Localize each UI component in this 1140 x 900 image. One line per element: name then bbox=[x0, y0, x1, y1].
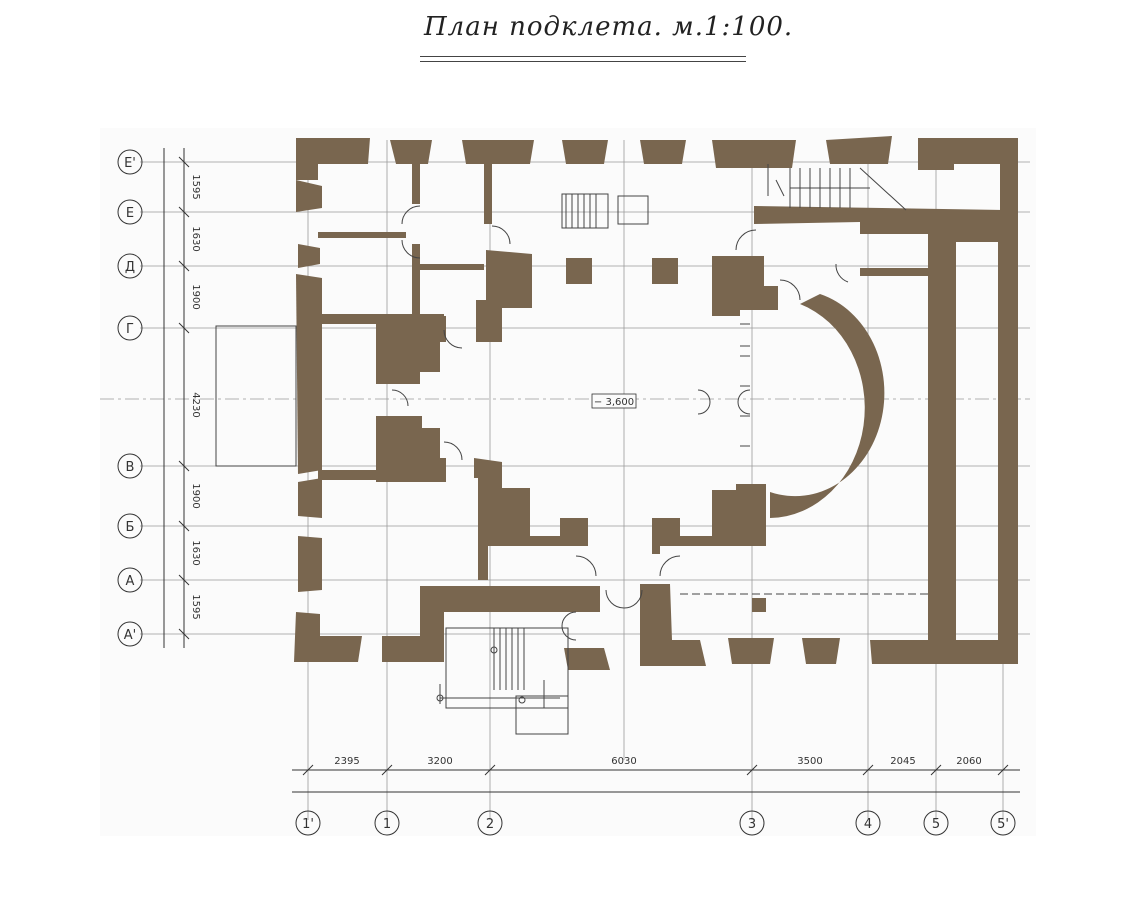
dim-bottom-3: 6030 bbox=[611, 756, 636, 767]
dim-left-3: 1900 bbox=[190, 284, 201, 309]
dim-left-5: 1900 bbox=[190, 483, 201, 508]
dim-left-7: 1595 bbox=[190, 594, 201, 619]
dim-bottom-5: 2045 bbox=[890, 756, 915, 767]
left-porch-outline bbox=[215, 325, 297, 467]
dim-bottom-1: 2395 bbox=[334, 756, 359, 767]
bottom-dimension-chain: 2395 3200 6030 3500 2045 2060 bbox=[292, 756, 1020, 793]
column-axis-markers: 1' 1 2 3 4 5 5' bbox=[295, 810, 1016, 836]
dim-bottom-6: 2060 bbox=[956, 756, 981, 767]
level-mark-box bbox=[591, 393, 637, 409]
row-axis-markers: Е' Е Д Г В Б А А' bbox=[117, 149, 143, 647]
axis-row-G: Г bbox=[126, 322, 134, 337]
axis-row-D: Д bbox=[125, 260, 135, 275]
axis-col-1-prime: 1' bbox=[302, 817, 314, 832]
axis-col-4: 4 bbox=[864, 817, 872, 832]
drawing-title: План подклета. м.1:100. bbox=[424, 12, 794, 42]
axis-row-V: В bbox=[126, 460, 135, 475]
dim-left-2: 1630 bbox=[190, 226, 201, 251]
title-underline bbox=[420, 56, 746, 57]
axis-row-B: Б bbox=[126, 520, 135, 535]
axis-col-5-prime: 5' bbox=[997, 817, 1009, 832]
axis-col-2: 2 bbox=[486, 817, 494, 832]
axis-col-5: 5 bbox=[932, 817, 940, 832]
dim-left-1: 1595 bbox=[190, 174, 201, 199]
dim-bottom-2: 3200 bbox=[427, 756, 452, 767]
axis-row-A: А bbox=[126, 574, 135, 589]
title-underline-double bbox=[420, 61, 746, 62]
axis-row-E-prime: Е' bbox=[124, 156, 136, 171]
axis-col-3: 3 bbox=[748, 817, 756, 832]
doors bbox=[391, 164, 928, 641]
dim-left-6: 1630 bbox=[190, 540, 201, 565]
staircases bbox=[436, 167, 907, 735]
walls bbox=[294, 136, 1018, 670]
level-mark: − 3,600 bbox=[594, 397, 634, 408]
axis-row-E: Е bbox=[126, 206, 134, 221]
axis-col-1: 1 bbox=[383, 817, 391, 832]
dim-bottom-4: 3500 bbox=[797, 756, 822, 767]
dim-left-4: 4230 bbox=[190, 392, 201, 417]
axis-row-A-prime: А' bbox=[124, 628, 136, 643]
left-dimension-chain: 1595 1630 1900 4230 1900 1630 1595 bbox=[163, 148, 201, 648]
